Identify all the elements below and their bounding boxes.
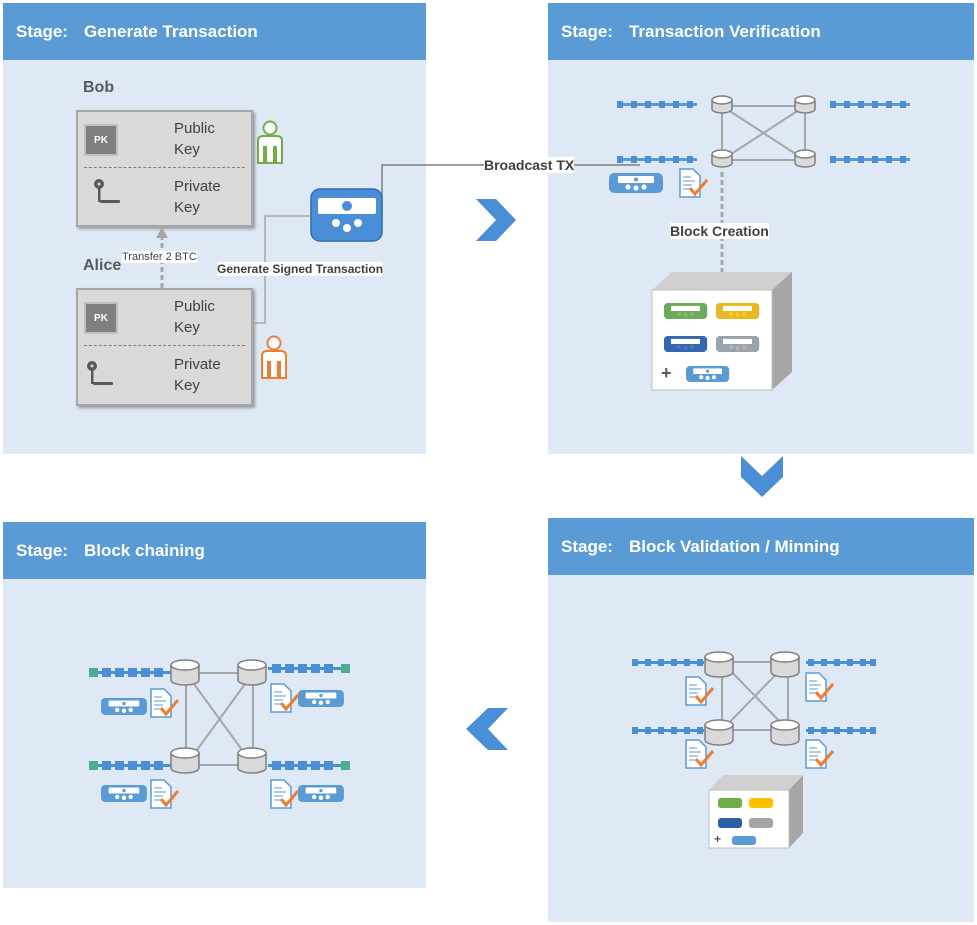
stage-label: Stage: [16,21,68,41]
transaction-icon [609,173,663,193]
stage-title: Transaction Verification [628,21,821,41]
block-cube-small-icon [708,775,803,849]
stage-header: Stage: Transaction Verification [548,3,974,60]
pk-badge: PK [84,302,118,334]
stage-title: Block chaining [83,540,205,560]
stage-header: Stage: Block Validation / Minning [548,518,974,575]
private-key-icon [87,361,113,385]
verification-network [721,105,806,161]
bob-private-key-label: Private Key [174,178,221,216]
stage-block-validation-panel: Stage: Block Validation / Minning [548,518,974,922]
signed-transaction-icon [310,188,383,242]
bob-public-key-label: Public Key [174,120,215,158]
pk-badge: PK [84,124,118,156]
bob-name: Bob [83,79,115,96]
alice-private-key-label: Private Key [174,356,221,394]
stage-header: Stage: Generate Transaction [3,3,426,60]
plus-label: + [661,363,672,383]
stage-title: Block Validation / Minning [628,536,840,556]
block-creation-label: Block Creation [670,223,769,239]
broadcast-tx-label: Broadcast TX [484,157,575,173]
bob-key-card: PK Public Key Private Key [76,110,253,227]
alice-key-card: PK Public Key Private Key [76,288,253,406]
alice-name: Alice [83,257,122,274]
generate-signed-transaction-label: Generate Signed Transaction [217,262,384,276]
alice-public-key-label: Public Key [174,298,215,336]
next-stage-right-arrow [476,199,516,241]
stage-label: Stage: [561,536,613,556]
stage-title: Generate Transaction [83,21,258,41]
next-stage-left-arrow [466,708,508,750]
chain-blocks-icons [89,664,350,770]
transfer-label: Transfer 2 BTC [122,251,197,263]
key-divider [84,345,245,346]
chain-stub-icons [617,103,910,161]
plus-label-small: + [714,832,722,846]
verified-document-icon [678,167,709,199]
next-stage-down-arrow [741,456,783,497]
key-divider [84,167,245,168]
alice-person-icon [261,335,287,379]
stage-header: Stage: Block chaining [3,522,426,579]
private-key-icon [94,179,120,203]
stage-block-chaining-panel: Stage: Block chaining [3,522,426,888]
stage-label: Stage: [561,21,613,41]
bob-person-icon [257,120,283,164]
stage-label: Stage: [16,540,68,560]
